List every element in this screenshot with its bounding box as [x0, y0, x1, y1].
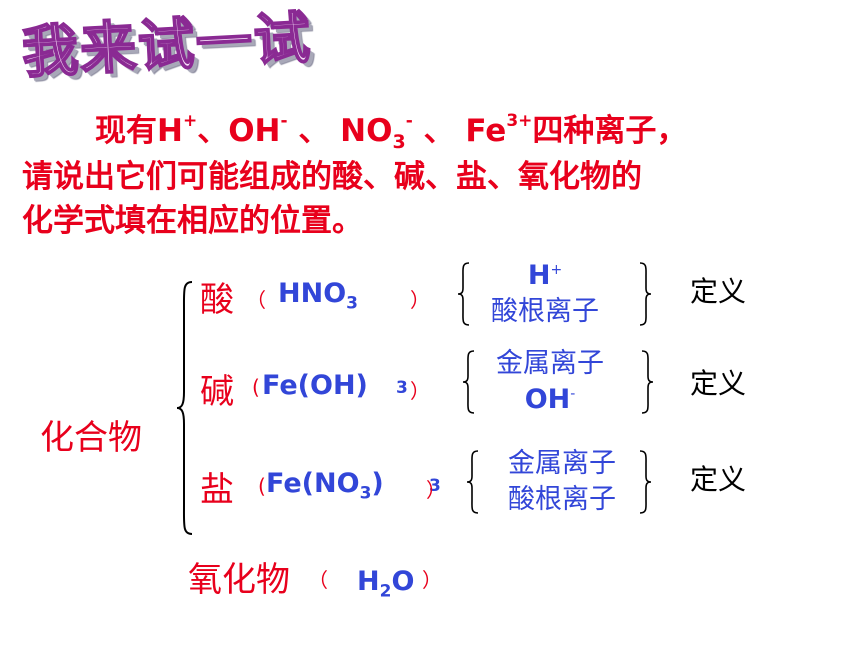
base-component-oh-charge: - [570, 386, 576, 402]
category-label: 化合物 [40, 418, 142, 458]
question-line-2: 请说出它们可能组成的酸、碱、盐、氧化物的 [22, 159, 642, 195]
ion-oh: OH [228, 113, 281, 149]
salt-right-brace [639, 450, 652, 514]
acid-left-brace [457, 262, 470, 326]
question-line-1-tail: 四种离子， [532, 113, 688, 149]
acid-label: 酸 [200, 280, 234, 320]
ion-fe: Fe [465, 113, 507, 149]
base-formula: Fe(OH) [262, 370, 368, 401]
salt-formula-subscript: 3 [428, 476, 441, 496]
separator: 、 [287, 113, 341, 149]
salt-component-bottom: 酸根离子 [508, 484, 616, 515]
oxide-open-paren: （ [308, 568, 328, 592]
salt-formula-post: ) [371, 468, 384, 499]
salt-component-top: 金属离子 [508, 448, 616, 479]
acid-component-h-charge: + [550, 262, 563, 278]
category-brace [176, 281, 193, 535]
salt-open-paren: ( [258, 474, 266, 498]
ion-fe-charge: 3+ [506, 110, 533, 131]
ion-oh-charge: - [280, 110, 288, 131]
base-left-brace [462, 350, 475, 414]
base-components: 金属离子 OH- [475, 346, 625, 418]
salt-close-paren: ） [426, 478, 446, 502]
base-component-oh: OH [524, 384, 571, 415]
base-right-brace [641, 350, 654, 414]
ion-no3-subscript: 3 [392, 131, 406, 154]
separator: 、 [412, 113, 466, 149]
base-open-paren: ( [252, 375, 260, 399]
question-line-3: 化学式填在相应的位置。 [22, 203, 363, 239]
ion-no3-charge: - [405, 110, 413, 131]
acid-formula-main: HNO [278, 278, 347, 309]
salt-components: 金属离子 酸根离子 [487, 446, 637, 518]
acid-open-paren: （ [246, 288, 266, 312]
salt-label: 盐 [200, 470, 234, 510]
acid-component-h: H [527, 260, 551, 291]
acid-formula: HNO3 [278, 278, 358, 312]
oxide-formula-subscript: 2 [379, 581, 392, 602]
acid-right-brace [639, 262, 652, 326]
question-line-1: 现有H+、OH- 、 NO3- 、 Fe3+四种离子， [95, 108, 687, 155]
salt-left-brace [466, 450, 479, 514]
oxide-formula-o: O [391, 566, 415, 597]
question-intro: 现有 [95, 113, 157, 149]
base-formula-subscript: 3 [396, 378, 408, 398]
separator: 、 [197, 113, 229, 149]
acid-components: H+ 酸根离子 [470, 258, 620, 330]
acid-close-paren: ） [410, 288, 430, 312]
oxide-close-paren: ） [422, 568, 442, 592]
slide-title: 我来试一试 [20, 5, 315, 87]
salt-formula-inner-subscript: 3 [359, 483, 372, 504]
acid-definition: 定义 [690, 275, 747, 308]
acid-component-bottom: 酸根离子 [491, 296, 599, 327]
base-component-top: 金属离子 [496, 348, 604, 379]
base-component-bottom: OH- [475, 382, 625, 418]
salt-formula: Fe(NO3) [266, 468, 384, 502]
oxide-formula-h: H [357, 566, 380, 597]
acid-formula-subscript: 3 [346, 293, 358, 314]
base-label: 碱 [200, 372, 234, 412]
ion-h: H [157, 113, 183, 149]
oxide-formula: H2O [357, 566, 415, 600]
salt-formula-pre: Fe(NO [266, 468, 360, 499]
salt-definition: 定义 [690, 463, 747, 496]
acid-component-top: H+ [470, 258, 620, 294]
ion-h-charge: + [182, 110, 198, 131]
oxide-label: 氧化物 [188, 560, 290, 600]
base-close-paren: ） [410, 379, 430, 403]
base-definition: 定义 [690, 367, 747, 400]
base-formula-main: Fe(OH) [262, 370, 368, 401]
ion-no3: NO [340, 113, 393, 149]
